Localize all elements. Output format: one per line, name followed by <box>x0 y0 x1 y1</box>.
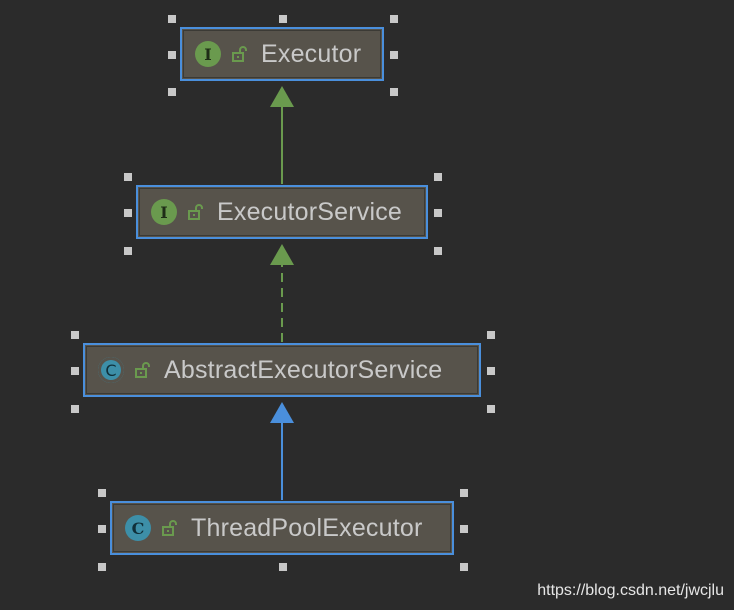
node-label: AbstractExecutorService <box>164 355 443 384</box>
watermark-text: https://blog.csdn.net/jwcjlu <box>537 582 724 599</box>
node-label: Executor <box>261 39 362 68</box>
node-executor-service[interactable]: I ExecutorService <box>136 185 428 239</box>
node-executor[interactable]: I Executor <box>180 27 384 81</box>
resize-handle[interactable] <box>434 173 442 181</box>
abstract-class-badge-icon: C <box>98 357 124 383</box>
arrowhead-abstract <box>270 402 294 423</box>
interface-badge-icon: I <box>195 41 221 67</box>
resize-handle[interactable] <box>460 525 468 533</box>
resize-handle[interactable] <box>487 331 495 339</box>
arrowhead-executorservice <box>270 244 294 265</box>
resize-handle[interactable] <box>124 247 132 255</box>
resize-handle[interactable] <box>168 15 176 23</box>
resize-handle[interactable] <box>390 15 398 23</box>
resize-handle[interactable] <box>434 247 442 255</box>
resize-handle[interactable] <box>460 563 468 571</box>
resize-handle[interactable] <box>71 331 79 339</box>
resize-handle[interactable] <box>279 15 287 23</box>
resize-handle[interactable] <box>279 563 287 571</box>
resize-handle[interactable] <box>98 563 106 571</box>
node-thread-pool-executor[interactable]: C ThreadPoolExecutor <box>110 501 454 555</box>
resize-handle[interactable] <box>390 88 398 96</box>
resize-handle[interactable] <box>168 51 176 59</box>
node-abstract-executor-service[interactable]: C AbstractExecutorService <box>83 343 481 397</box>
resize-handle[interactable] <box>124 209 132 217</box>
public-lock-icon <box>232 46 247 62</box>
public-lock-icon <box>162 520 177 536</box>
resize-handle[interactable] <box>98 489 106 497</box>
resize-handle[interactable] <box>71 405 79 413</box>
node-label: ThreadPoolExecutor <box>191 513 423 542</box>
resize-handle[interactable] <box>487 405 495 413</box>
arrowhead-executor <box>270 86 294 107</box>
resize-handle[interactable] <box>98 525 106 533</box>
resize-handle[interactable] <box>168 88 176 96</box>
resize-handle[interactable] <box>390 51 398 59</box>
resize-handle[interactable] <box>460 489 468 497</box>
node-label: ExecutorService <box>217 197 403 226</box>
resize-handle[interactable] <box>434 209 442 217</box>
interface-badge-icon: I <box>151 199 177 225</box>
resize-handle[interactable] <box>487 367 495 375</box>
resize-handle[interactable] <box>124 173 132 181</box>
resize-handle[interactable] <box>71 367 79 375</box>
public-lock-icon <box>188 204 203 220</box>
class-badge-icon: C <box>125 515 151 541</box>
public-lock-icon <box>135 362 150 378</box>
